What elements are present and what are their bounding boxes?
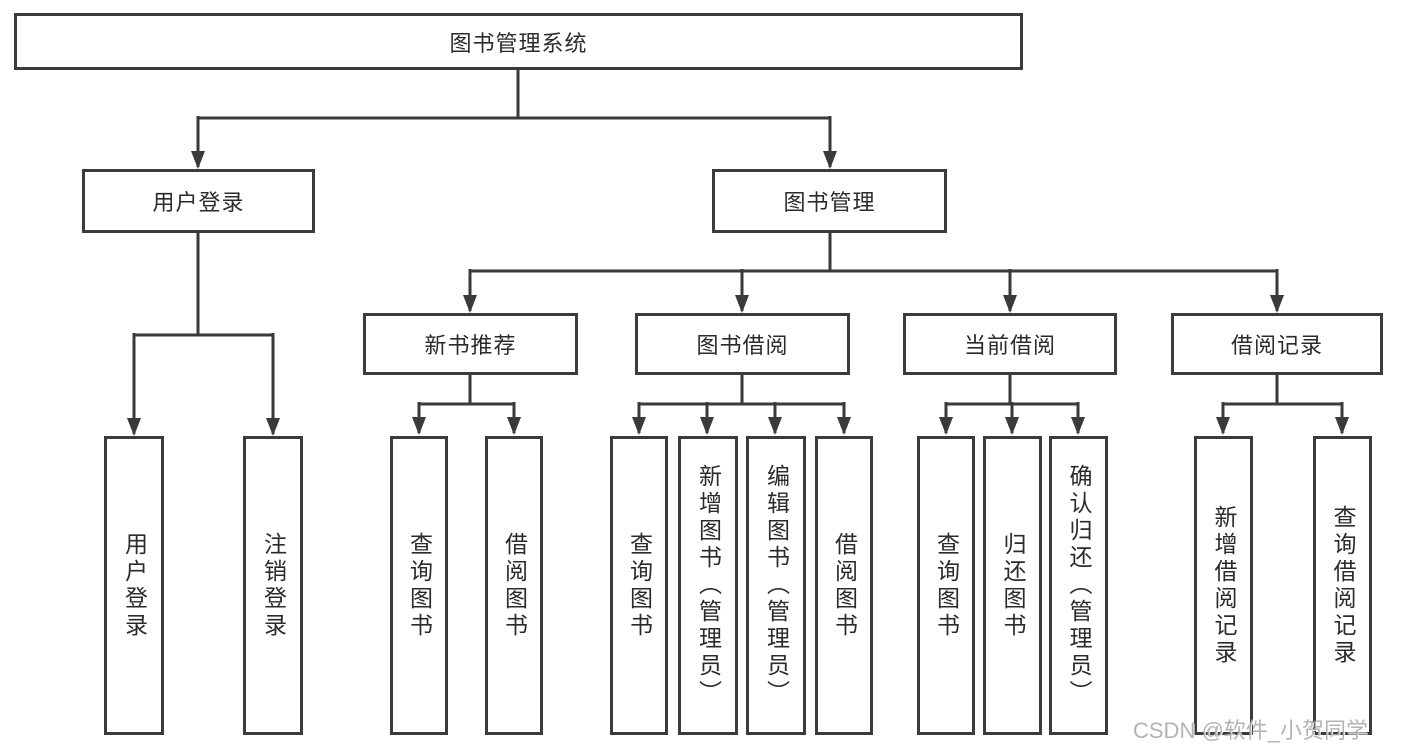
node-user-login-label: 用户登录 [152, 190, 245, 215]
node-book-management-label: 图书管理 [783, 190, 876, 215]
leaf-query-books-1: 查询图书 [390, 436, 448, 735]
node-borrow-records: 借阅记录 [1171, 313, 1383, 375]
leaf-user-login: 用户登录 [104, 436, 164, 735]
node-new-book-recommend: 新书推荐 [363, 313, 578, 375]
node-current-borrow: 当前借阅 [903, 313, 1117, 375]
leaf-query-books-2-label: 查询图书 [626, 531, 653, 640]
node-root-label: 图书管理系统 [449, 30, 588, 56]
leaf-query-books-3-label: 查询图书 [933, 531, 960, 640]
node-book-borrow: 图书借阅 [635, 313, 850, 375]
leaf-return-books: 归还图书 [983, 436, 1042, 735]
leaf-edit-books-admin: 编辑图书（管理员） [746, 436, 806, 735]
leaf-query-books-2: 查询图书 [610, 436, 668, 735]
leaf-query-books-1-label: 查询图书 [406, 531, 433, 640]
node-book-management: 图书管理 [712, 169, 947, 233]
node-user-login: 用户登录 [82, 169, 315, 233]
leaf-add-borrow-record: 新增借阅记录 [1194, 436, 1253, 735]
leaf-add-books-admin-label: 新增图书（管理员） [695, 464, 722, 707]
watermark: CSDN @软件_小贺同学 [1133, 718, 1369, 743]
node-root-system: 图书管理系统 [14, 13, 1023, 70]
node-borrow-records-label: 借阅记录 [1230, 333, 1323, 358]
node-book-borrow-label: 图书借阅 [696, 333, 789, 358]
leaf-add-borrow-record-label: 新增借阅记录 [1211, 504, 1237, 667]
leaf-query-borrow-record: 查询借阅记录 [1313, 436, 1372, 735]
leaf-confirm-return-admin-label: 确认归还（管理员） [1066, 464, 1092, 707]
leaf-borrow-books-1: 借阅图书 [485, 436, 543, 735]
leaf-confirm-return-admin: 确认归还（管理员） [1049, 436, 1108, 735]
leaf-logout-label: 注销登录 [260, 531, 287, 640]
leaf-borrow-books-2: 借阅图书 [815, 436, 873, 735]
leaf-logout: 注销登录 [243, 436, 303, 735]
leaf-user-login-label: 用户登录 [121, 531, 148, 640]
leaf-borrow-books-1-label: 借阅图书 [501, 531, 528, 640]
leaf-return-books-label: 归还图书 [1000, 531, 1026, 640]
node-current-borrow-label: 当前借阅 [963, 333, 1056, 358]
leaf-borrow-books-2-label: 借阅图书 [831, 531, 858, 640]
leaf-query-borrow-record-label: 查询借阅记录 [1330, 504, 1356, 667]
leaf-query-books-3: 查询图书 [917, 436, 975, 735]
leaf-add-books-admin: 新增图书（管理员） [678, 436, 738, 735]
leaf-edit-books-admin-label: 编辑图书（管理员） [763, 464, 790, 707]
node-new-book-recommend-label: 新书推荐 [424, 333, 517, 358]
